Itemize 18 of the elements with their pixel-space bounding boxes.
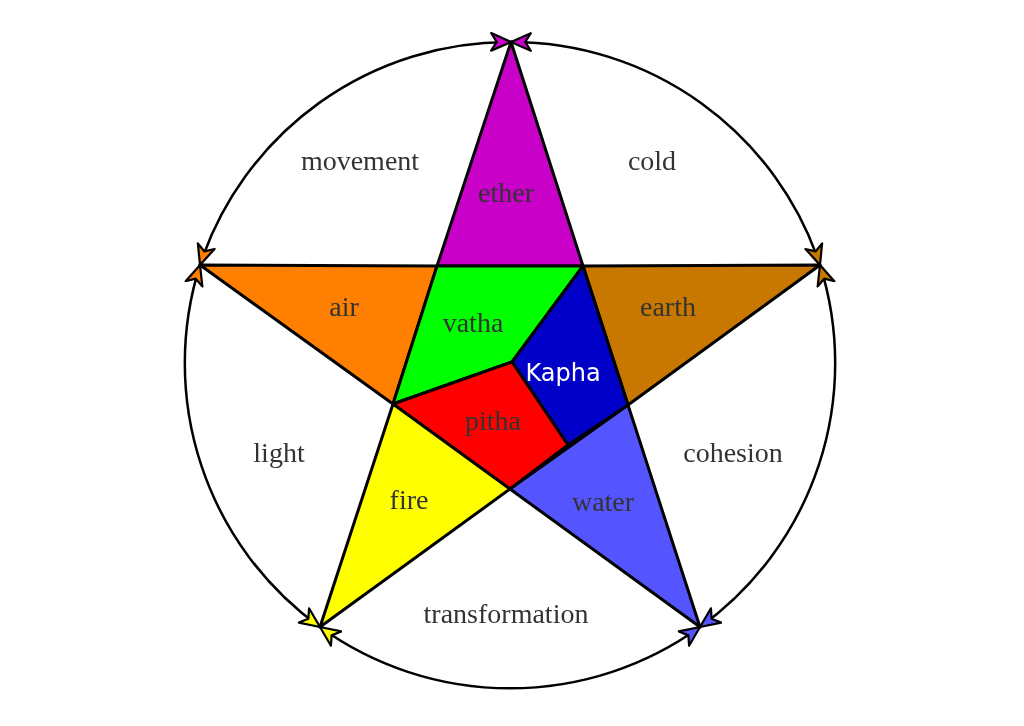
element-label: vatha — [442, 309, 504, 337]
arc-arrow — [184, 263, 322, 629]
arc-arrow — [198, 33, 513, 267]
quality-label: cohesion — [683, 439, 783, 467]
element-label: water — [571, 488, 635, 516]
element-label: fire — [389, 486, 429, 514]
arc-arrow — [698, 263, 836, 629]
element-label: pitha — [465, 407, 521, 435]
quality-label: transformation — [423, 600, 589, 628]
element-label: earth — [640, 293, 696, 321]
quality-label: light — [253, 439, 305, 467]
arc-arrow — [318, 625, 702, 690]
quality-label: movement — [300, 147, 420, 175]
arc-arrow — [509, 33, 822, 267]
element-label: Kapha — [525, 361, 601, 385]
element-label: air — [329, 293, 359, 321]
quality-label: cold — [627, 147, 677, 175]
element-label: ether — [478, 179, 534, 207]
